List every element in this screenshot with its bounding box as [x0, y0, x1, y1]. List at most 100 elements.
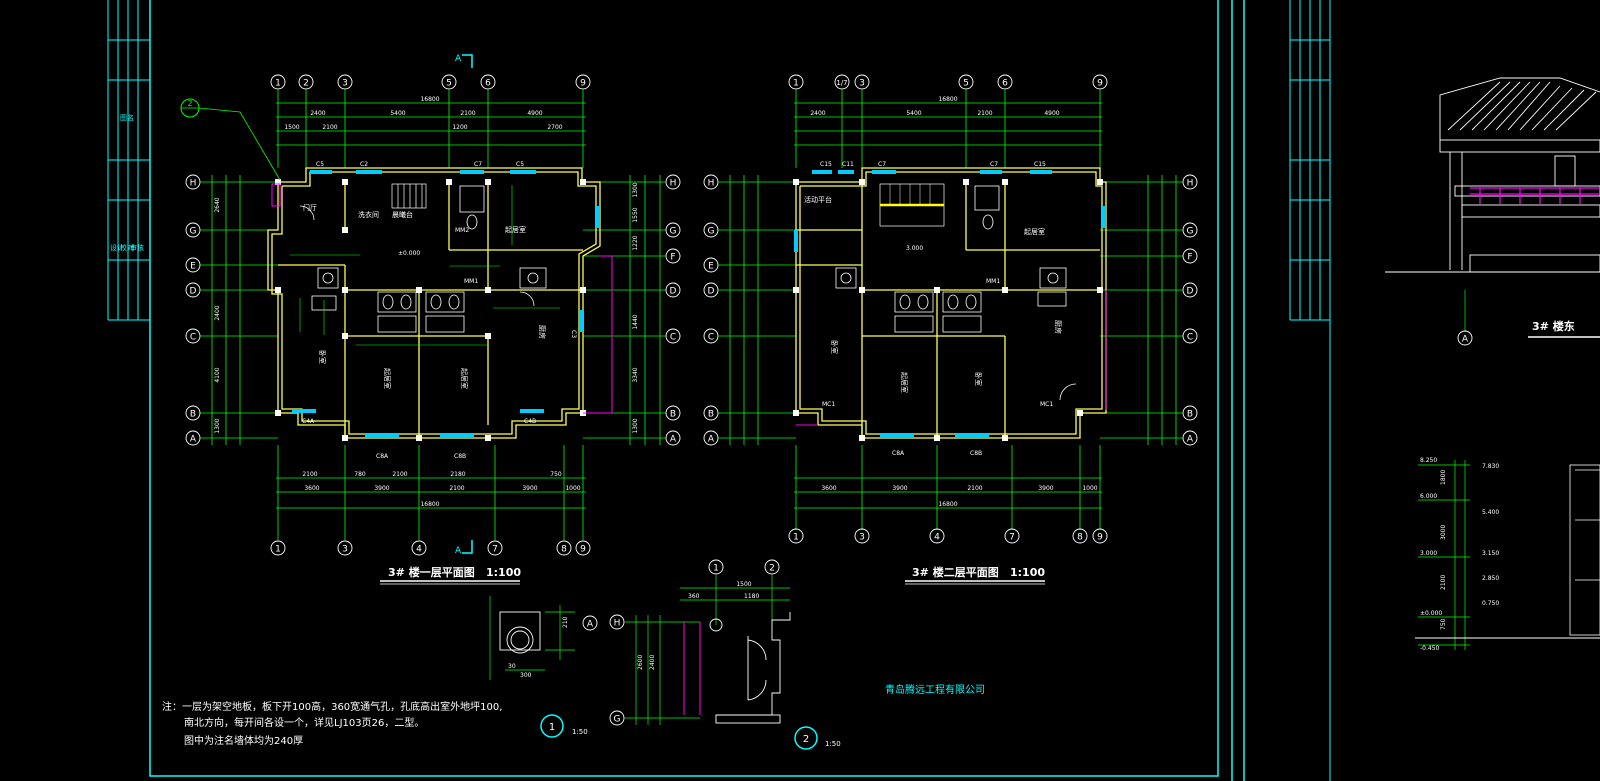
svg-text:D: D	[670, 287, 677, 297]
axis-bubble: 1	[708, 559, 724, 575]
axis-bubble: G	[703, 222, 719, 238]
axis-label: 5	[446, 79, 452, 89]
svg-text:E: E	[190, 262, 196, 272]
plan2-scale-text: 1:100	[1010, 566, 1045, 579]
plan2-side-dimension-lines	[718, 175, 1183, 445]
dim-text: 2100	[302, 471, 317, 478]
svg-text:A: A	[708, 435, 715, 445]
dim-text: 2100	[392, 471, 407, 478]
plan2-row-axes-left: H G E D C B A	[703, 174, 719, 446]
plan1-total-width-bottom: 16800	[420, 501, 439, 508]
room-label: 起居室	[900, 372, 909, 393]
axis-bubble: A	[703, 430, 719, 446]
svg-text:C4B: C4B	[524, 418, 536, 425]
svg-text:C8B: C8B	[454, 453, 466, 460]
plan1-interior-dims	[290, 185, 560, 346]
axis-label: 9	[580, 79, 586, 89]
detail1-drawing[interactable]: A 210 300 30 1 1:50	[489, 596, 598, 738]
axis-bubble: B	[665, 405, 681, 421]
axis-bubble: 2	[298, 74, 314, 90]
svg-text:1: 1	[549, 722, 555, 733]
axis-bubble: G	[609, 710, 625, 726]
plan1-dimension-lines-top	[276, 90, 586, 168]
dim-text: 780	[354, 471, 366, 478]
axis-bubble: H	[665, 174, 681, 190]
svg-text:MC1: MC1	[822, 401, 835, 408]
svg-text:3: 3	[342, 545, 348, 555]
dim-text: 2600	[637, 655, 644, 670]
plan2-balcony	[796, 290, 1107, 426]
plan1-drawing[interactable]: 1 2 3 5 6 9 16800 2400 5400 2100 4900 15…	[180, 54, 681, 585]
title-block-label: 设计	[110, 243, 124, 252]
svg-text:8: 8	[561, 545, 567, 555]
dim-text: 1300	[214, 418, 221, 433]
plan1-title-text: 3# 楼一层平面图	[388, 565, 475, 579]
title-block-label: 审核	[130, 243, 144, 252]
notes-block: 注：一层为架空地板，板下开100高，360宽通气孔，孔底高出室外地坪100, 南…	[162, 700, 502, 747]
axis-bubble: D	[703, 282, 719, 298]
svg-text:MC1: MC1	[1040, 401, 1053, 408]
axis-bubble: 9	[1092, 528, 1108, 544]
axis-bubble: H	[1182, 174, 1198, 190]
plan1-windows	[292, 170, 600, 438]
dim-text: 1300	[632, 182, 639, 197]
axis-bubble: 8	[556, 540, 572, 556]
sheet-frame-left	[149, 0, 1245, 781]
plan1-columns	[275, 179, 586, 441]
detail2-drawing[interactable]: 1 2 H G 1500 360 1180 2600 2400	[609, 559, 841, 750]
plan2-title: 3# 楼二层平面图 1:100	[905, 565, 1045, 585]
axis-bubble: A	[1457, 330, 1473, 346]
title-block-label: 校对	[120, 243, 134, 252]
detail2-callout: 2 1:50	[794, 726, 841, 750]
dim-text: 300	[520, 672, 532, 679]
svg-text:5.400: 5.400	[1482, 509, 1499, 516]
svg-text:G: G	[190, 227, 197, 237]
axis-bubble: G	[185, 222, 201, 238]
svg-text:MM2: MM2	[455, 227, 469, 234]
svg-text:1: 1	[713, 564, 719, 574]
dim-text: 5400	[390, 110, 405, 117]
room-label: 晨曦台	[392, 210, 413, 219]
plan2-drawing[interactable]: 1 1/7 3 5 6 9 16800 2400 5400 2100 4900 …	[703, 74, 1198, 585]
axis-bubble: 3	[337, 540, 353, 556]
axis-bubble: 9	[1092, 74, 1108, 90]
axis-bubble: B	[1182, 405, 1198, 421]
dim-text: 2100	[977, 110, 992, 117]
plan1-section-mark-top: A	[455, 54, 473, 68]
axis-bubble: B	[703, 405, 719, 421]
dim-text: 2700	[547, 124, 562, 131]
axis-bubble: 1/7	[834, 74, 850, 90]
axis-bubble: H	[609, 614, 625, 630]
svg-text:5: 5	[963, 79, 969, 89]
axis-bubble: H	[185, 174, 201, 190]
plan1-total-width: 16800	[420, 96, 439, 103]
elevation-title: 3# 楼东	[1532, 319, 1575, 333]
svg-text:G: G	[614, 715, 621, 725]
axis-bubble: 3	[854, 528, 870, 544]
svg-text:C7: C7	[878, 161, 886, 168]
svg-text:1: 1	[275, 545, 281, 555]
axis-bubble: 9	[575, 74, 591, 90]
axis-bubble: 9	[575, 540, 591, 556]
svg-text:C11: C11	[842, 161, 854, 168]
plan1-bottom-axes: 1 3 4 7 8 9	[270, 540, 591, 556]
svg-text:2.850: 2.850	[1482, 575, 1499, 582]
svg-text:1: 1	[793, 79, 799, 89]
svg-text:7.830: 7.830	[1482, 463, 1499, 470]
plan2-columns	[793, 179, 1103, 441]
plan1-title: 3# 楼一层平面图 1:100	[380, 565, 521, 585]
plan1-side-dimension-lines	[200, 175, 666, 445]
elevation-partial[interactable]: A 3# 楼东 8.250 7.830 6.000 5.400 3.000 3.…	[1385, 77, 1600, 652]
svg-text:A: A	[1462, 335, 1469, 345]
dim-text: 1000	[1082, 485, 1097, 492]
axis-bubble: C	[665, 328, 681, 344]
svg-text:C3: C3	[570, 330, 577, 338]
svg-text:C8A: C8A	[376, 453, 389, 460]
svg-text:C: C	[190, 333, 196, 343]
svg-text:1/7: 1/7	[836, 79, 847, 87]
svg-text:H: H	[708, 179, 715, 189]
plan1-dimension-lines-bottom	[276, 445, 586, 540]
svg-text:A: A	[670, 435, 677, 445]
dim-text: 2100	[460, 110, 475, 117]
